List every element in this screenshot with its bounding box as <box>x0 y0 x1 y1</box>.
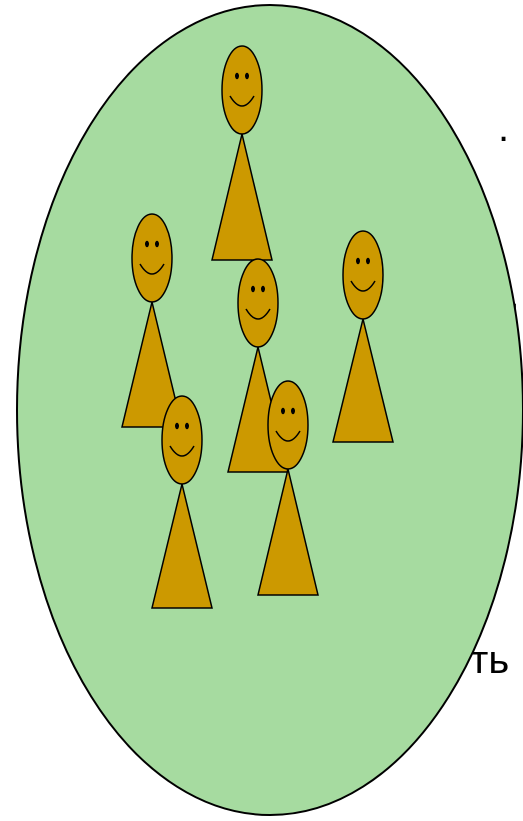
person-bottom-center-eye-left <box>281 408 285 414</box>
person-left-head <box>132 214 172 302</box>
person-top-eye-right <box>245 73 249 79</box>
person-bottom-left-eye-left <box>175 423 179 429</box>
person-right-eye-left <box>356 258 360 264</box>
person-right-eye-right <box>366 258 370 264</box>
person-center-eye-right <box>261 286 265 292</box>
person-left-eye-right <box>155 241 159 247</box>
person-left-eye-left <box>145 241 149 247</box>
person-bottom-left-eye-right <box>185 423 189 429</box>
person-center-eye-left <box>251 286 255 292</box>
person-bottom-center-head <box>268 381 308 469</box>
person-bottom-center-eye-right <box>291 408 295 414</box>
person-bottom-left-head <box>162 396 202 484</box>
person-center-head <box>238 259 278 347</box>
person-top-eye-left <box>235 73 239 79</box>
person-right-head <box>343 231 383 319</box>
person-top-head <box>222 46 262 134</box>
